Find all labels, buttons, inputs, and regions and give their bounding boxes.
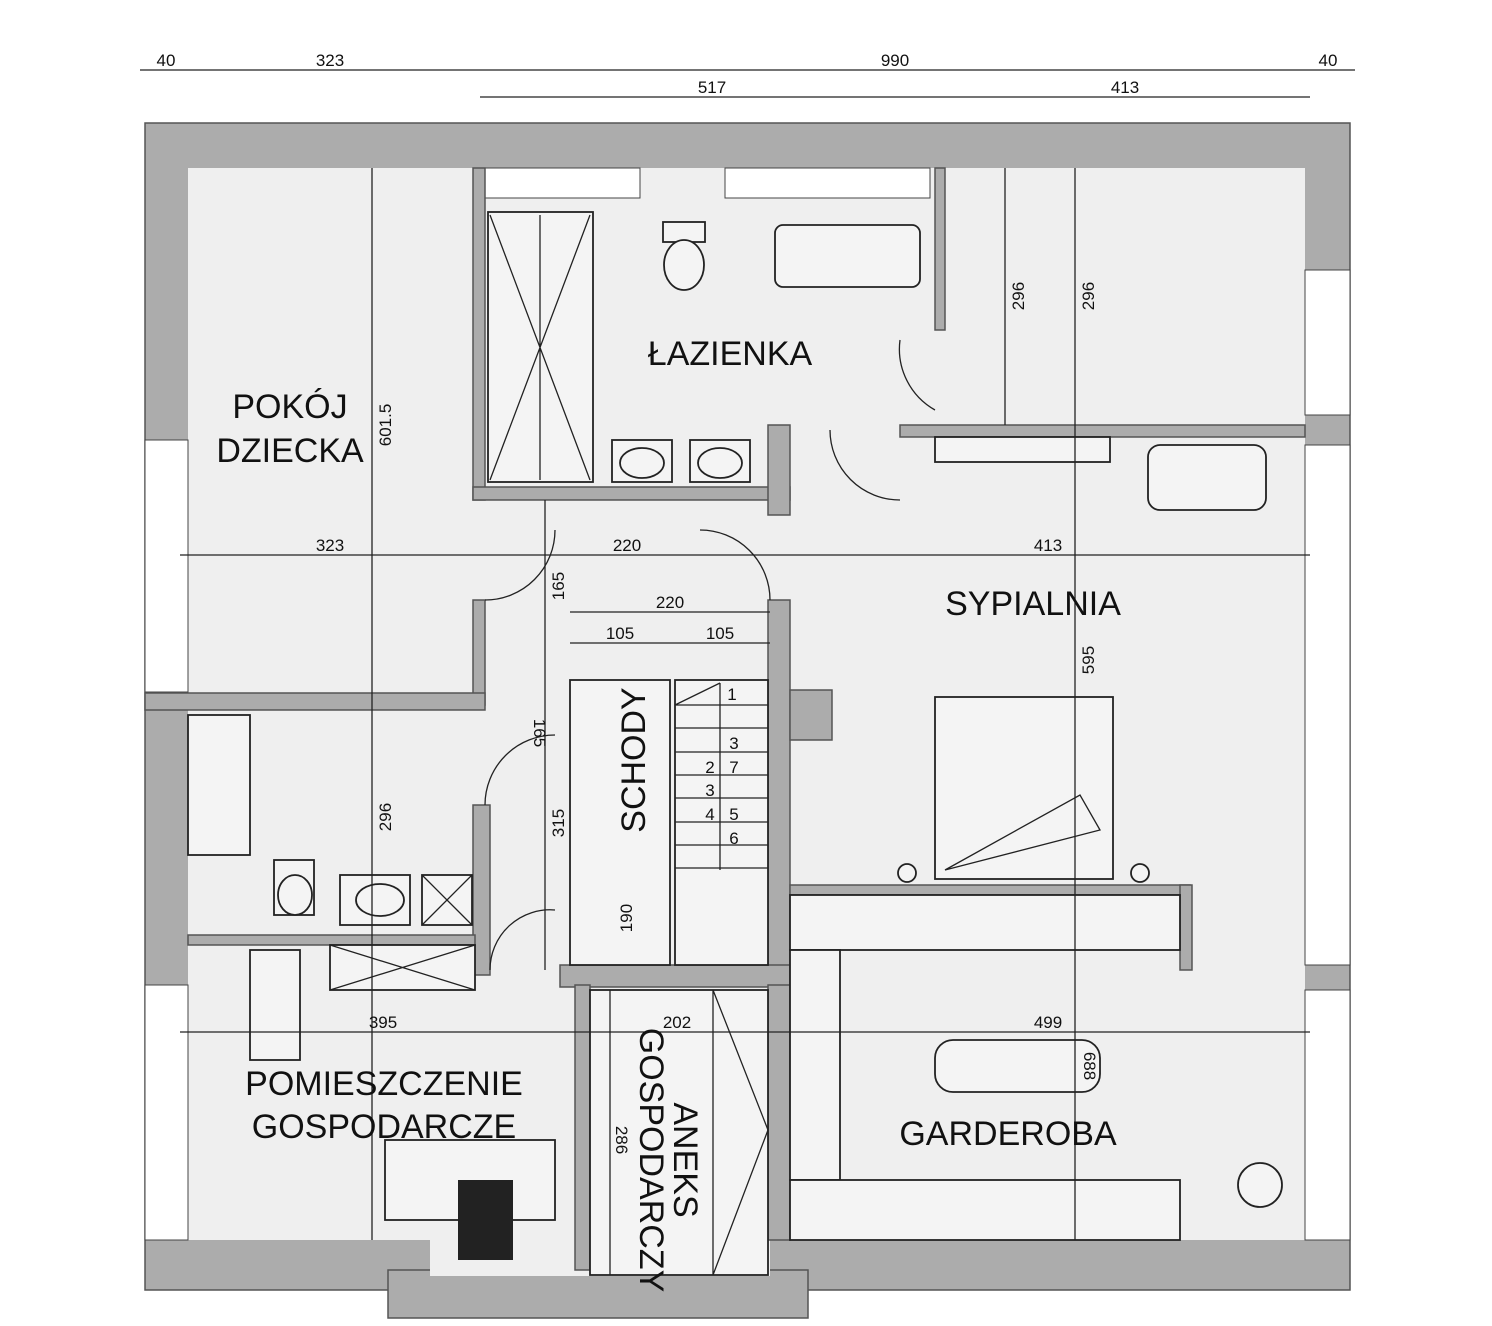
room-label-pokoj-dziecka: POKÓJ — [232, 388, 347, 426]
dim-label: 220 — [656, 593, 684, 612]
room-label-schody: SCHODY — [615, 687, 653, 832]
dim-label: 296 — [376, 803, 395, 831]
room-labels: POKÓJ DZIECKA ŁAZIENKA SYPIALNIA SCHODY … — [216, 335, 1121, 1292]
bath-tub-small — [187, 714, 251, 856]
dim-label: 296 — [1079, 282, 1098, 310]
dim-label: 286 — [612, 1126, 631, 1154]
room-label-aneks: GOSPODARCZY — [632, 1028, 670, 1292]
fixtures — [187, 211, 1283, 1276]
stair-number: 4 — [705, 805, 714, 824]
dim-label: 40 — [1319, 51, 1338, 70]
dimension-labels: 40 323 990 40 517 413 323 220 413 220 10… — [157, 51, 1338, 1154]
room-label-lazienka: ŁAZIENKA — [648, 335, 813, 373]
dim-label: 40 — [157, 51, 176, 70]
interior-walls — [144, 167, 1306, 1271]
dim-label: 105 — [706, 624, 734, 643]
room-label-pomieszczenie-gospodarcze: GOSPODARCZE — [252, 1108, 516, 1146]
room-label-garderoba: GARDEROBA — [899, 1115, 1117, 1153]
ottoman — [934, 1039, 1101, 1093]
dim-label: 220 — [613, 536, 641, 555]
bed — [934, 696, 1114, 880]
dim-label: 323 — [316, 51, 344, 70]
dim-label: 413 — [1034, 536, 1062, 555]
bathtub — [774, 224, 921, 288]
dim-label: 202 — [663, 1013, 691, 1032]
stair-number: 3 — [729, 734, 738, 753]
stair-numbers: 1 3 2 7 3 4 5 6 — [705, 685, 738, 848]
stair-number: 2 — [705, 758, 714, 777]
room-label-pomieszczenie-gospodarcze: POMIESZCZENIE — [245, 1065, 523, 1103]
doors — [484, 339, 936, 971]
dim-label: 990 — [881, 51, 909, 70]
plant — [1237, 1162, 1283, 1208]
stair-number: 5 — [729, 805, 738, 824]
room-label-aneks: ANEKS — [666, 1102, 704, 1217]
dim-label: 601.5 — [376, 404, 395, 447]
dim-label: 296 — [1009, 282, 1028, 310]
toilet — [663, 239, 705, 291]
stair-number: 7 — [729, 758, 738, 777]
dim-label: 315 — [549, 809, 568, 837]
stair-number: 6 — [729, 829, 738, 848]
windows — [144, 167, 1351, 1241]
room-label-pokoj-dziecka: DZIECKA — [216, 432, 364, 470]
drying-rack — [458, 1180, 513, 1260]
dim-label: 190 — [617, 904, 636, 932]
room-label-sypialnia: SYPIALNIA — [945, 585, 1121, 623]
stair-number: 1 — [727, 685, 736, 704]
dim-label: 517 — [698, 78, 726, 97]
dimension-lines — [140, 69, 1355, 1275]
dim-label: 688 — [1080, 1052, 1099, 1080]
dim-label: 499 — [1034, 1013, 1062, 1032]
dim-label: 165 — [549, 572, 568, 600]
stair-landing — [569, 679, 671, 966]
dim-label: 413 — [1111, 78, 1139, 97]
dim-label: 165 — [530, 719, 549, 747]
dim-label: 105 — [606, 624, 634, 643]
dim-label: 395 — [369, 1013, 397, 1032]
washer — [249, 949, 301, 1061]
dim-label: 323 — [316, 536, 344, 555]
dim-label: 595 — [1079, 646, 1098, 674]
stair-number: 3 — [705, 781, 714, 800]
